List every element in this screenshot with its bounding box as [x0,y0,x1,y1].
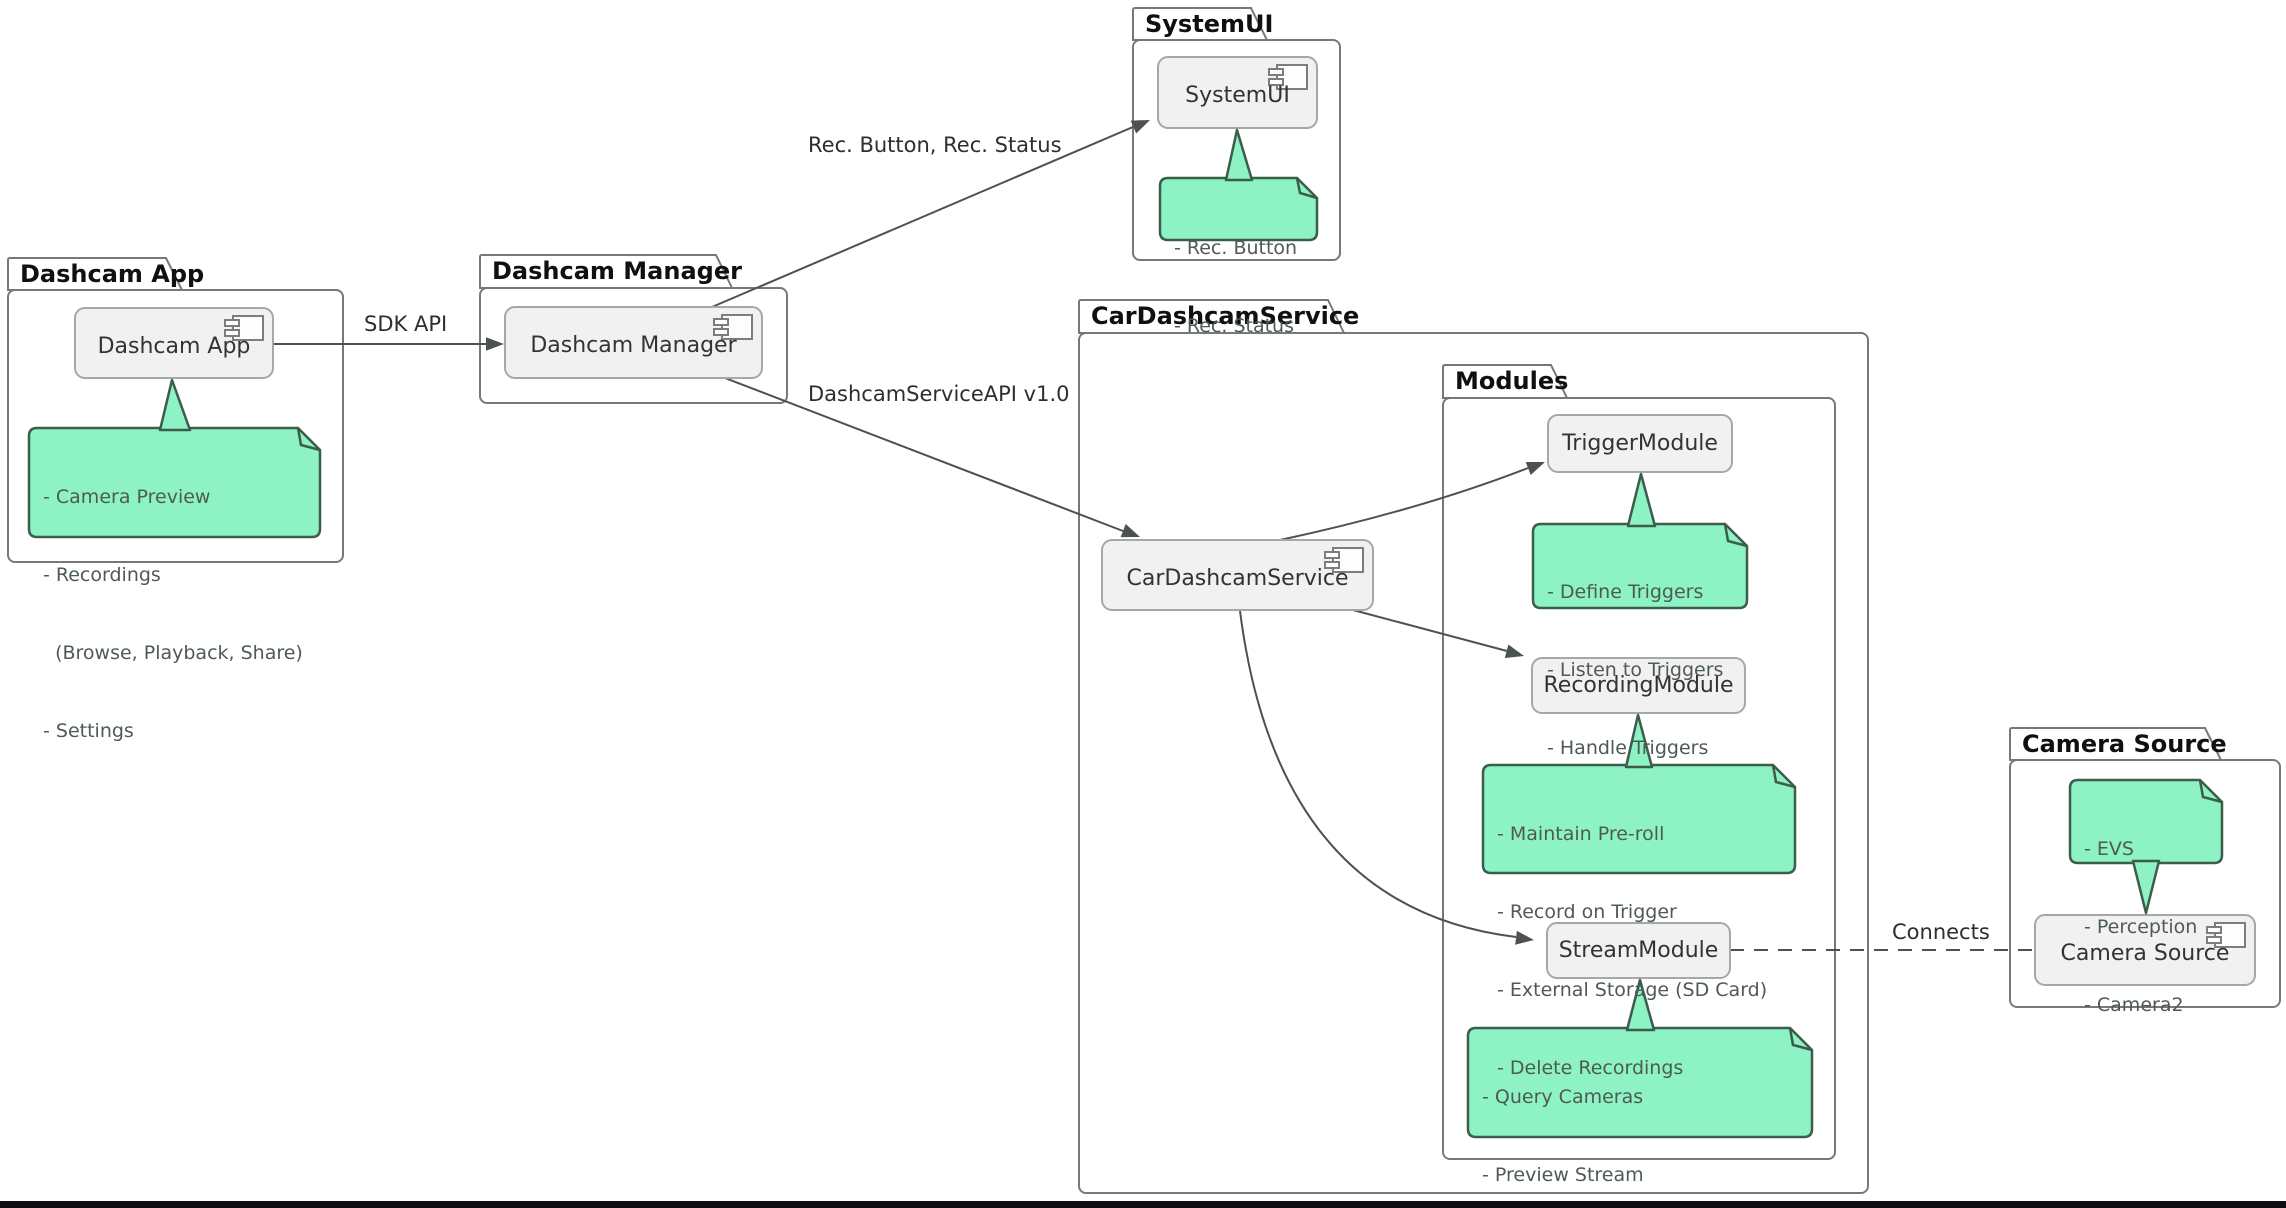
arrowhead-into-systemui [1130,120,1150,134]
component-box-dashcam-app [74,307,274,379]
component-icon [713,314,753,340]
edge-label-dashcam-service-api: DashcamServiceAPI v1.0 [808,382,1070,406]
arrowhead-into-trigger [1525,462,1545,475]
note-systemui: - Rec. Button - Rec. Status [1174,183,1297,391]
edge-label-sdk-api: SDK API [364,312,448,336]
package-title-camera-source: Camera Source [2022,730,2227,758]
note-tail-recording-module [1624,713,1654,769]
note-tail-trigger-module [1626,472,1657,528]
component-boxes [74,56,2256,986]
edge-manager-to-systemui [711,126,1134,308]
component-icon [224,315,264,341]
note-tail-systemui [1224,128,1254,182]
note-camera-source: - EVS - Perception - Camera2 [2084,784,2197,1070]
note-shape-systemui [1158,176,1319,242]
component-box-stream-module [1546,922,1731,979]
note-line: - Camera2 [2084,994,2184,1016]
package-title-dashcam-manager: Dashcam Manager [492,257,742,285]
note-line: - Preview Stream [1482,1164,1644,1186]
note-line: - Rec. Status [1174,315,1295,337]
note-line: - Recordings [43,564,161,586]
note-line: - Perception [2084,916,2198,938]
note-line: - Query Cameras [1482,1086,1644,1108]
package-title-systemui: SystemUI [1145,10,1274,38]
edge-service-to-stream [1239,610,1517,938]
component-label-stream-module: StreamModule [1558,938,1719,963]
edge-manager-to-service [724,377,1124,532]
note-shape-trigger-module [1531,522,1749,610]
note-line: - Record on Trigger [1497,901,1677,923]
note-line: - Listen to Triggers [1547,659,1724,681]
bottom-edge-bar [0,1201,2286,1208]
edge-service-to-trigger [1279,467,1529,541]
edge-label-connects: Connects [1892,920,1990,944]
component-box-recording-module [1531,657,1746,714]
component-label-car-dashcam-service: CarDashcamService [1126,565,1349,591]
note-line: - EVS [2084,838,2134,860]
note-shape-camera-source [2068,778,2224,865]
arrowheads [486,120,1545,945]
note-line: - Settings [43,720,134,742]
note-recording-module: - Maintain Pre-roll - Record on Trigger … [1497,769,1767,1133]
note-line: - Define Triggers [1547,581,1704,603]
note-line: - Maintain Pre-roll [1497,823,1665,845]
note-tails [158,128,2161,1032]
note-line: - Handle Triggers [1547,737,1709,759]
component-label-trigger-module: TriggerModule [1562,431,1718,456]
component-box-camera-source [2034,914,2256,986]
component-box-trigger-module [1547,414,1733,473]
component-label-systemui: SystemUI [1185,83,1290,108]
package-title-dashcam-app: Dashcam App [20,260,205,288]
component-label-camera-source: Camera Source [2060,940,2230,966]
note-line: - External Storage (SD Card) [1497,979,1768,1001]
note-tail-stream-module [1625,978,1656,1032]
edge-label-rec-button-status: Rec. Button, Rec. Status [808,133,1062,157]
component-icon [1268,64,1308,90]
note-tail-camera-source [2131,859,2161,915]
component-icons [224,64,2246,948]
note-shape-stream-module [1466,1026,1814,1139]
component-box-dashcam-manager [504,306,763,379]
note-dashcam-app: - Camera Preview - Recordings (Browse, P… [43,432,303,796]
note-shape-dashcam-app [27,426,322,539]
arrowhead-into-service [1120,524,1140,538]
component-label-dashcam-app: Dashcam App [97,333,251,359]
note-shapes [27,176,2224,1139]
arrowhead-into-stream [1515,930,1534,945]
arrowhead-into-manager [486,337,504,351]
note-stream-module: - Query Cameras - Preview Stream - Snaps… [1482,1032,1786,1208]
component-box-car-dashcam-service [1101,539,1374,611]
package-title-car-dashcam-service: CarDashcamService [1091,302,1360,330]
component-label-recording-module: RecordingModule [1543,673,1734,698]
edges [273,126,2033,951]
note-line: - Rec. Button [1174,237,1298,259]
note-tail-dashcam-app [158,378,192,432]
note-line: (Browse, Playback, Share) [43,642,303,664]
arrowhead-into-recording [1504,644,1524,658]
component-icon [2206,922,2246,948]
note-line: - Camera Preview [43,486,211,508]
note-trigger-module: - Define Triggers - Listen to Triggers -… [1547,527,1723,813]
edge-service-to-recording [1352,609,1508,652]
note-line: - Delete Recordings [1497,1057,1684,1079]
component-icon [1324,547,1364,573]
note-shape-recording-module [1481,763,1797,875]
component-label-dashcam-manager: Dashcam Manager [530,333,737,358]
package-title-modules: Modules [1455,367,1569,395]
